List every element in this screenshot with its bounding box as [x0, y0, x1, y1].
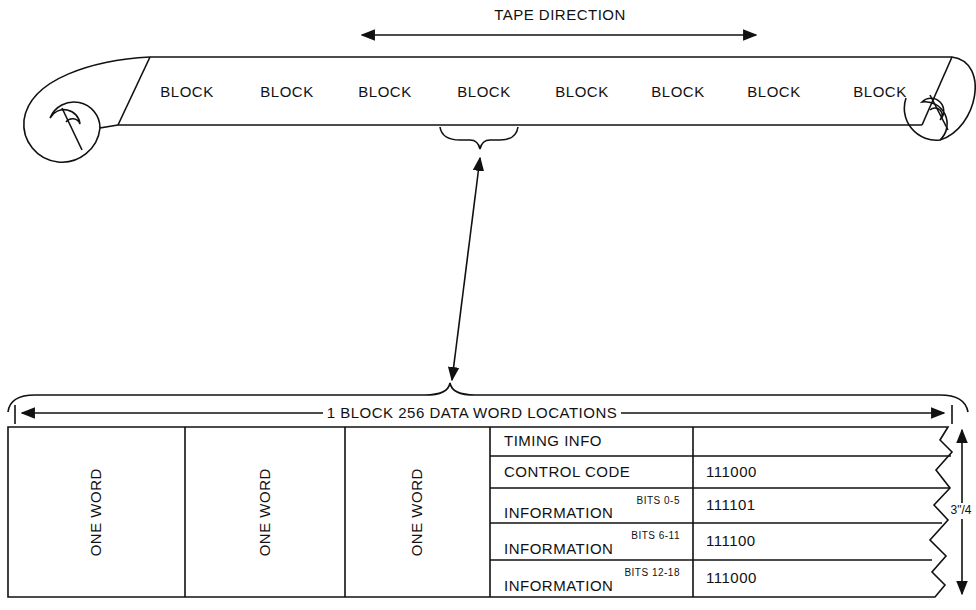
- block-label: BLOCK: [358, 84, 411, 101]
- word-label: ONE WORD: [88, 468, 105, 556]
- block-label: BLOCK: [457, 84, 510, 101]
- tape-block: BLOCK: [840, 79, 920, 105]
- diagram-label: 111000: [706, 464, 757, 481]
- diagram-label: BITS 0-5: [637, 495, 680, 506]
- tape-roll: [904, 57, 975, 140]
- block-label: BLOCK: [853, 84, 906, 101]
- block-detail: [8, 427, 952, 597]
- diagram-label: TAPE DIRECTION: [494, 7, 626, 24]
- diagram-label: INFORMATION: [504, 505, 613, 522]
- direction-arrow: [362, 34, 756, 36]
- word-label: ONE WORD: [409, 468, 426, 556]
- diagram-label: BITS 12-18: [624, 567, 680, 578]
- diagram-label: 111100: [706, 533, 756, 550]
- block-brace: [440, 127, 518, 149]
- leader-arrow: [452, 158, 480, 380]
- word-cell: ONE WORD: [347, 430, 487, 595]
- tape-roll: [24, 57, 150, 162]
- tape-block: BLOCK: [542, 79, 622, 105]
- diagram-label: 3"/4: [950, 503, 973, 518]
- diagram-label: INFORMATION: [504, 578, 613, 595]
- diagram-label: 1 BLOCK 256 DATA WORD LOCATIONS: [323, 405, 622, 422]
- diagram-label: TIMING INFO: [504, 433, 602, 450]
- diagram-label: 111101: [706, 497, 756, 514]
- tape-block: BLOCK: [638, 79, 718, 105]
- block-label: BLOCK: [260, 84, 313, 101]
- word-cell: ONE WORD: [11, 430, 181, 595]
- block-label: BLOCK: [555, 84, 608, 101]
- word-cell: ONE WORD: [188, 430, 343, 595]
- tape-block: BLOCK: [247, 79, 327, 105]
- block-label: BLOCK: [747, 84, 800, 101]
- tape-block: BLOCK: [345, 79, 425, 105]
- diagram-label: BITS 6-11: [631, 530, 680, 541]
- tape-block: BLOCK: [444, 79, 524, 105]
- tape-block: BLOCK: [147, 79, 227, 105]
- tape-block: BLOCK: [734, 79, 814, 105]
- diagram-label: INFORMATION: [504, 541, 613, 558]
- block-label: BLOCK: [160, 84, 213, 101]
- diagram-label: CONTROL CODE: [504, 464, 630, 481]
- word-label: ONE WORD: [257, 468, 274, 556]
- block-label: BLOCK: [651, 84, 704, 101]
- diagram-label: 111000: [706, 570, 757, 587]
